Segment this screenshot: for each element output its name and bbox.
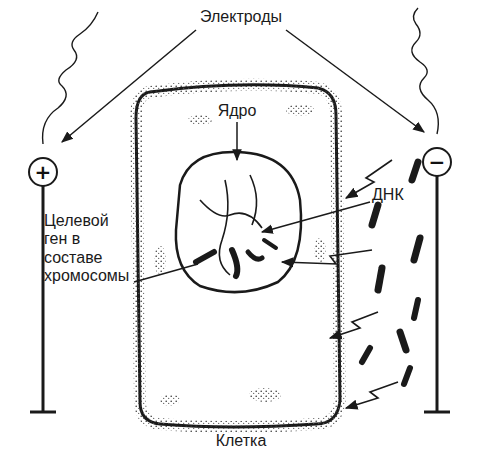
electrode-terminal: +: [28, 157, 58, 187]
polarity-sign: +: [35, 162, 52, 182]
cell: [136, 85, 340, 427]
callout-label: Целевой ген в составе хромосомы: [44, 212, 136, 286]
nucleus: [176, 152, 301, 292]
part-label: ДНК: [372, 186, 432, 204]
part-label: Клетка: [191, 432, 291, 450]
part-label: Электроды: [171, 8, 311, 26]
part-label: Ядро: [197, 102, 277, 120]
polarity-sign: −: [429, 152, 446, 172]
electrode-terminal: −: [422, 147, 452, 177]
leader-lines: [62, 30, 424, 282]
electrodes: [30, 8, 450, 412]
